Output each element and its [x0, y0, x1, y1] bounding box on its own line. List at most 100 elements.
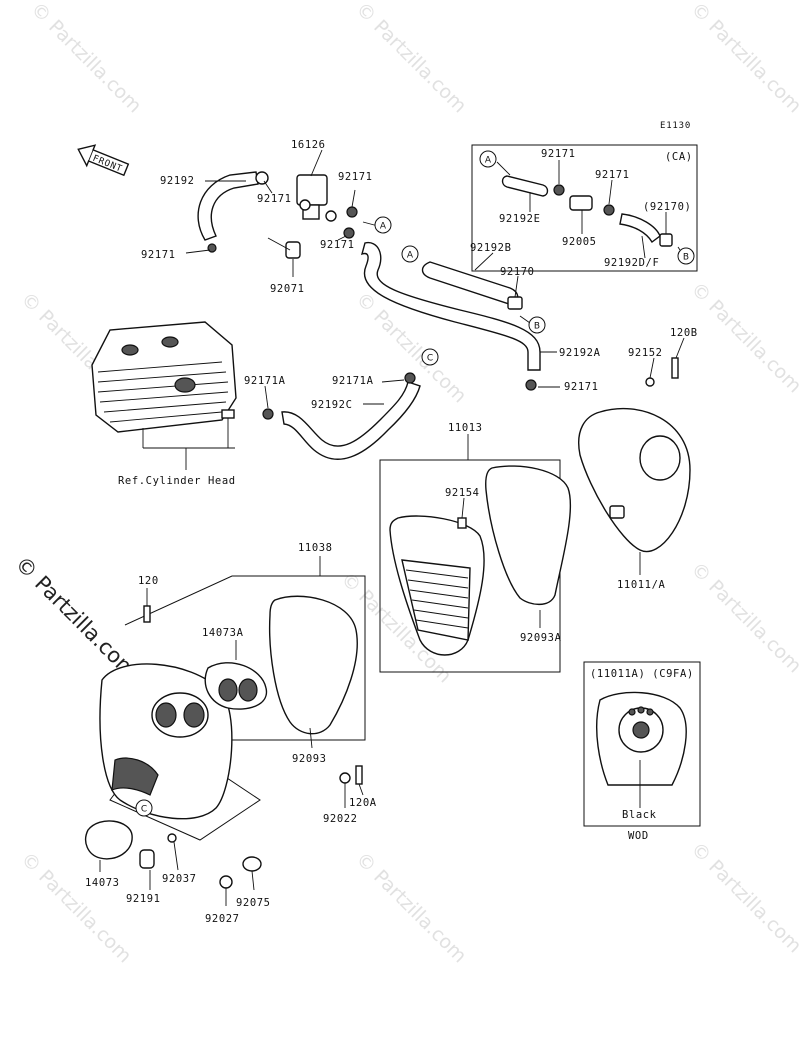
grommet-92071 — [285, 241, 301, 259]
watermark: © Partzilla.com — [351, 848, 470, 967]
part-label-92171: 92171 — [541, 148, 576, 160]
clamp-92171 — [603, 204, 615, 216]
part-label-92192B: 92192B — [470, 242, 512, 254]
part-label-92192E: 92192E — [499, 213, 541, 225]
diagram-code: E1130 — [660, 121, 691, 131]
part-label-120B: 120B — [670, 327, 698, 339]
part-label-92093A: 92093A — [520, 632, 562, 644]
part-label-16126: 16126 — [291, 139, 326, 151]
part-label-92192DF: 92192D/F — [604, 257, 659, 269]
cover-center — [632, 721, 650, 739]
watermark: © Partzilla.com — [16, 848, 135, 967]
callout-b-label: B — [534, 322, 540, 332]
callout-b-label: B — [683, 253, 689, 263]
cover-bolt — [646, 708, 654, 716]
part-label-92170: (92170) — [643, 201, 691, 213]
part-label-92171: 92171 — [338, 171, 373, 183]
grommet-92075 — [242, 856, 262, 872]
part-label-92171: 92171 — [320, 239, 355, 251]
part-label-120: 120 — [138, 575, 159, 587]
part-label-92171A: 92171A — [332, 375, 374, 387]
valve-port — [325, 210, 337, 222]
valve-port — [299, 199, 311, 211]
part-label-92191: 92191 — [126, 893, 161, 905]
part-label-11013: 11013 — [448, 422, 483, 434]
washer-92152 — [645, 377, 655, 387]
part-label-92171: 92171 — [564, 381, 599, 393]
watermark: © Partzilla.com — [351, 0, 470, 117]
bolt-120B — [671, 357, 679, 379]
watermark: © Partzilla.com — [686, 838, 800, 957]
hose-92192E — [501, 175, 549, 197]
callout-a-label: A — [485, 156, 492, 166]
watermark: © Partzilla.com — [686, 0, 800, 117]
plug-92191 — [139, 849, 155, 869]
part-label-120A: 120A — [349, 797, 377, 809]
housing-port — [155, 702, 177, 728]
washer-92022 — [339, 772, 351, 784]
callout-b: B — [528, 316, 546, 334]
hose-92192A — [360, 241, 541, 371]
part-label-92075: 92075 — [236, 897, 271, 909]
gasket-92093 — [268, 595, 358, 735]
part-label-92192: 92192 — [160, 175, 195, 187]
nipple — [221, 409, 235, 419]
part-label-92005: 92005 — [562, 236, 597, 248]
hose-92192 — [197, 171, 259, 241]
duct-port — [218, 678, 238, 702]
housing-port — [183, 702, 205, 728]
part-label-92071: 92071 — [270, 283, 305, 295]
front-arrow-icon: FRONT — [77, 144, 130, 177]
air-switching-valve-group — [185, 149, 560, 391]
cover-bolt — [637, 706, 645, 714]
part-label-92027: 92027 — [205, 913, 240, 925]
part-label-92093: 92093 — [292, 753, 327, 765]
part-label-92171A: 92171A — [244, 375, 286, 387]
clamp-92171 — [343, 227, 355, 239]
callout-c: C — [421, 348, 439, 366]
watermark: © Partzilla.com — [26, 0, 145, 117]
part-label-11011A: 11011/A — [617, 579, 666, 591]
watermark: © Partzilla.com — [10, 552, 142, 684]
hose-92192DF — [619, 213, 661, 244]
clamp-92171 — [525, 379, 537, 391]
air-cleaner-cover: 120B 92152 11011/A — [578, 327, 698, 591]
part-label-92022: 92022 — [323, 813, 358, 825]
bolt-120 — [143, 605, 151, 623]
part-label-92192C: 92192C — [311, 399, 353, 411]
housing-opening — [111, 757, 159, 796]
inset-wod: (11011A) (C9FA) Black WOD — [583, 661, 701, 842]
callout-a-label: A — [380, 222, 387, 232]
cover-boss — [639, 435, 681, 481]
fitting-92005 — [569, 195, 593, 211]
cover-mount — [609, 505, 625, 519]
duct-port — [238, 678, 258, 702]
clamp-92037 — [167, 833, 177, 843]
part-label-92152: 92152 — [628, 347, 663, 359]
callout-a: A — [479, 150, 497, 168]
clamp-92171A — [262, 408, 274, 420]
inset-wod-color-label: Black — [622, 809, 657, 821]
callout-c: C — [135, 799, 153, 817]
duct-14073 — [84, 820, 133, 860]
cover-11011A — [578, 408, 691, 553]
part-label-92171: 92171 — [141, 249, 176, 261]
hose-92192C — [281, 381, 421, 460]
cylinder-port — [174, 377, 196, 393]
part-label-92037: 92037 — [162, 873, 197, 885]
part-label-92171: 92171 — [595, 169, 630, 181]
callout-a-label: A — [407, 251, 414, 261]
inset-wod-footer: WOD — [628, 830, 649, 842]
cylinder-head: Ref.Cylinder Head — [91, 321, 237, 487]
part-label-92171: 92171 — [257, 193, 292, 205]
inset-wod-header: (11011A) (C9FA) — [590, 668, 694, 680]
callout-a-2: A — [401, 245, 419, 263]
watermark: © Partzilla.com — [686, 278, 800, 397]
callout-c-label: C — [141, 805, 147, 815]
part-label-92192A: 92192A — [559, 347, 601, 359]
part-label-14073A: 14073A — [202, 627, 244, 639]
washer-92027 — [219, 875, 233, 889]
ref-cylinder-head-label: Ref.Cylinder Head — [118, 475, 236, 487]
